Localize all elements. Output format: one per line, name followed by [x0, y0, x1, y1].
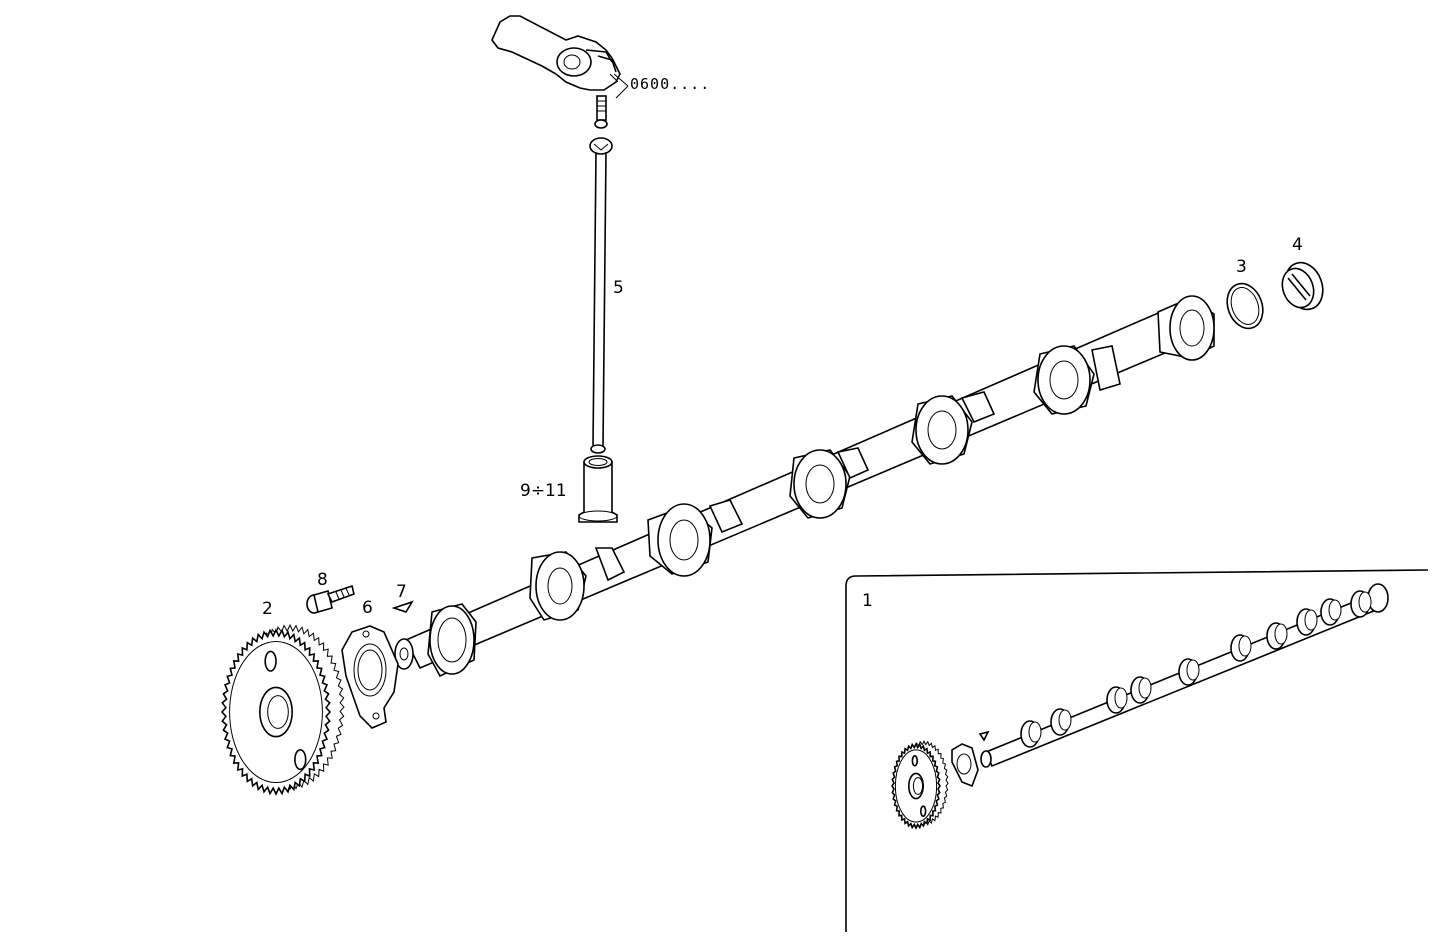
rocker-leader [613, 73, 629, 99]
callout-9-11: 9÷11 [520, 481, 567, 501]
rocker-arm [491, 15, 621, 91]
adjusting-screw [594, 95, 608, 129]
tappet [578, 455, 618, 523]
snap-ring [1226, 282, 1264, 330]
thrust-plate [341, 625, 399, 729]
plug [1281, 261, 1324, 311]
callout-2: 2 [262, 599, 273, 619]
woodruff-key [391, 600, 414, 613]
inset-frame [845, 569, 1429, 932]
timing-gear [220, 623, 345, 796]
callout-8: 8 [317, 570, 328, 590]
push-rod [589, 137, 613, 454]
callout-1: 1 [862, 591, 873, 611]
callout-5: 5 [613, 278, 624, 298]
callout-4: 4 [1292, 235, 1303, 255]
rocker-reference-label: 0600.... [630, 75, 711, 93]
camshaft [394, 295, 1215, 678]
callout-3: 3 [1236, 257, 1247, 277]
inset-camshaft-assembly [951, 583, 1389, 788]
callout-7: 7 [396, 582, 407, 602]
gear-bolt [306, 584, 355, 614]
inset-timing-gear [891, 740, 949, 830]
callout-6: 6 [362, 598, 373, 618]
